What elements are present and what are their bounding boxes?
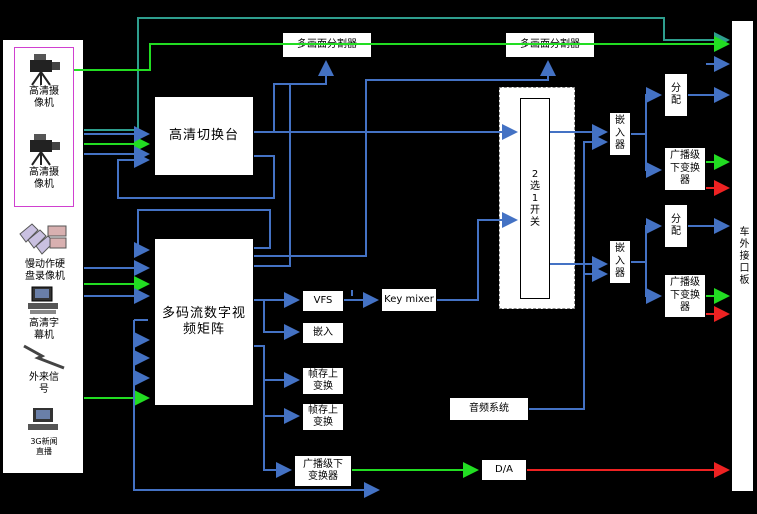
camera-group-frame (14, 47, 74, 207)
wire (645, 134, 662, 178)
camera-icon (30, 54, 60, 86)
wire (529, 134, 608, 410)
key-mixer-box: Key mixer (381, 288, 437, 312)
embedder-top: 嵌 入 器 (609, 112, 631, 156)
disk-recorder-icon (19, 223, 67, 255)
news3g-label: 3G新闻 直播 (30, 437, 58, 456)
vfs-box: VFS (302, 290, 344, 312)
wire (254, 84, 291, 267)
wire (645, 262, 662, 304)
computer-icon (28, 286, 58, 314)
distributor-top: 分 配 (664, 73, 688, 117)
camera2-label: 高清摄 像机 (29, 167, 59, 190)
output-interface-panel: 车外接口板 (731, 20, 754, 492)
wire (631, 218, 662, 263)
da-box: D/A (481, 459, 527, 481)
hd-switcher: 高清切换台 (154, 96, 254, 176)
down-converter-bottom: 广播级 下变换 器 (664, 274, 706, 318)
distributor-bottom: 分 配 (664, 204, 688, 248)
wire (631, 87, 662, 135)
wire (263, 380, 300, 424)
embed-box: 嵌入 (302, 322, 344, 344)
two-to-one-switch: 2 选 1 开 关 (520, 98, 550, 299)
camera1-label: 高清摄 像机 (29, 86, 59, 109)
source-panel (3, 40, 83, 473)
frame-sync-2: 帧存上 变换 (302, 403, 344, 431)
wire (84, 17, 730, 131)
wire (263, 300, 300, 340)
camera-icon (30, 134, 60, 166)
audio-system-box: 音频系统 (449, 397, 529, 421)
wire (254, 345, 300, 388)
recorder-label: 慢动作硬 盘录像机 (25, 259, 65, 282)
wire (273, 60, 334, 132)
down-converter-top: 广播级 下变换 器 (664, 147, 706, 191)
wire (263, 416, 292, 478)
wire (74, 36, 730, 71)
subtitle-label: 高清字 幕机 (29, 318, 59, 341)
wire (117, 152, 275, 199)
down-converter-main: 广播级下 变换器 (294, 455, 352, 487)
embedder-bottom: 嵌 入 器 (609, 240, 631, 284)
frame-sync-1: 帧存上 变换 (302, 367, 344, 395)
wire (134, 209, 271, 258)
external-label: 外来信 号 (29, 372, 59, 395)
wire (254, 60, 556, 257)
computer-icon (28, 408, 58, 430)
lightning-icon (23, 344, 65, 370)
wire (437, 212, 518, 301)
video-matrix: 多码流数字视 频矩阵 (154, 238, 254, 406)
